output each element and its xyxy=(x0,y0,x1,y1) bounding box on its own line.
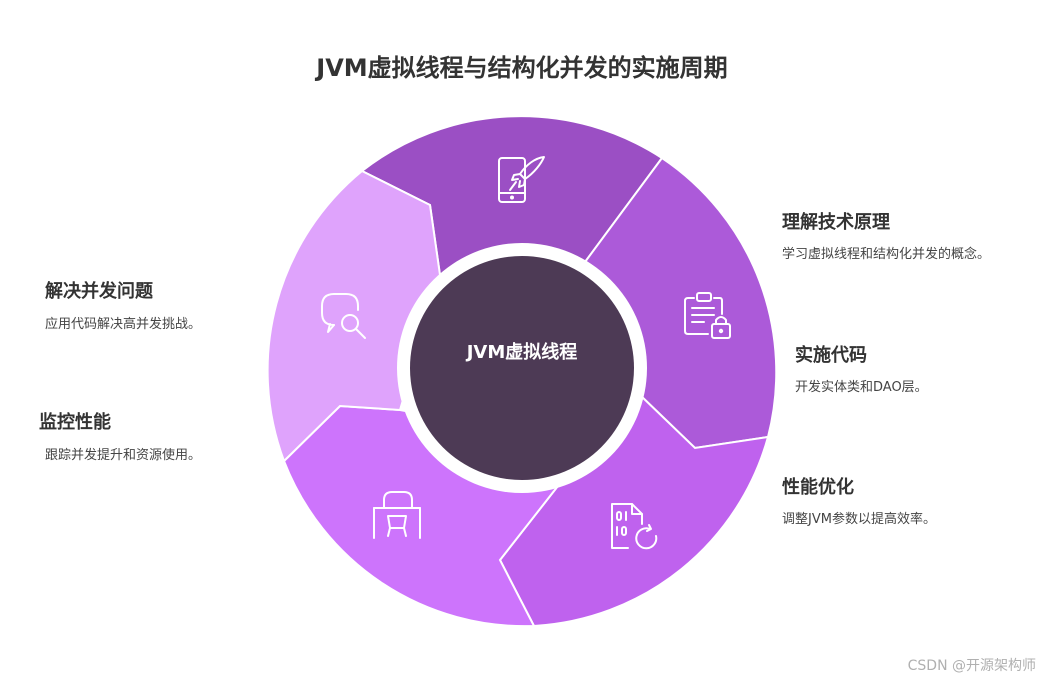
step-desc-monitor: 跟踪并发提升和资源使用。 xyxy=(45,448,202,463)
step-desc-solve: 应用代码解决高并发挑战。 xyxy=(45,317,202,332)
center-label: JVM虚拟线程 xyxy=(466,342,578,363)
page-title: JVM虚拟线程与结构化并发的实施周期 xyxy=(316,54,728,82)
step-title-monitor: 监控性能 xyxy=(39,412,111,433)
step-desc-implement: 开发实体类和DAO层。 xyxy=(795,380,928,395)
step-desc-understand: 学习虚拟线程和结构化并发的概念。 xyxy=(782,247,991,262)
binary-file-refresh-icon xyxy=(611,503,658,550)
step-title-understand: 理解技术原理 xyxy=(782,212,890,233)
step-title-optimize: 性能优化 xyxy=(782,477,854,498)
center-disc[interactable] xyxy=(410,256,634,480)
step-desc-optimize: 调整JVM参数以提高效率。 xyxy=(782,512,936,527)
step-title-implement: 实施代码 xyxy=(795,345,867,366)
clipboard-lock-icon xyxy=(684,292,731,339)
step-title-solve: 解决并发问题 xyxy=(45,281,153,302)
watermark: CSDN @开源架构师 xyxy=(907,658,1036,674)
desk-chair-icon xyxy=(373,491,421,539)
phone-rocket-icon xyxy=(498,156,545,203)
chat-search-icon xyxy=(321,293,366,339)
